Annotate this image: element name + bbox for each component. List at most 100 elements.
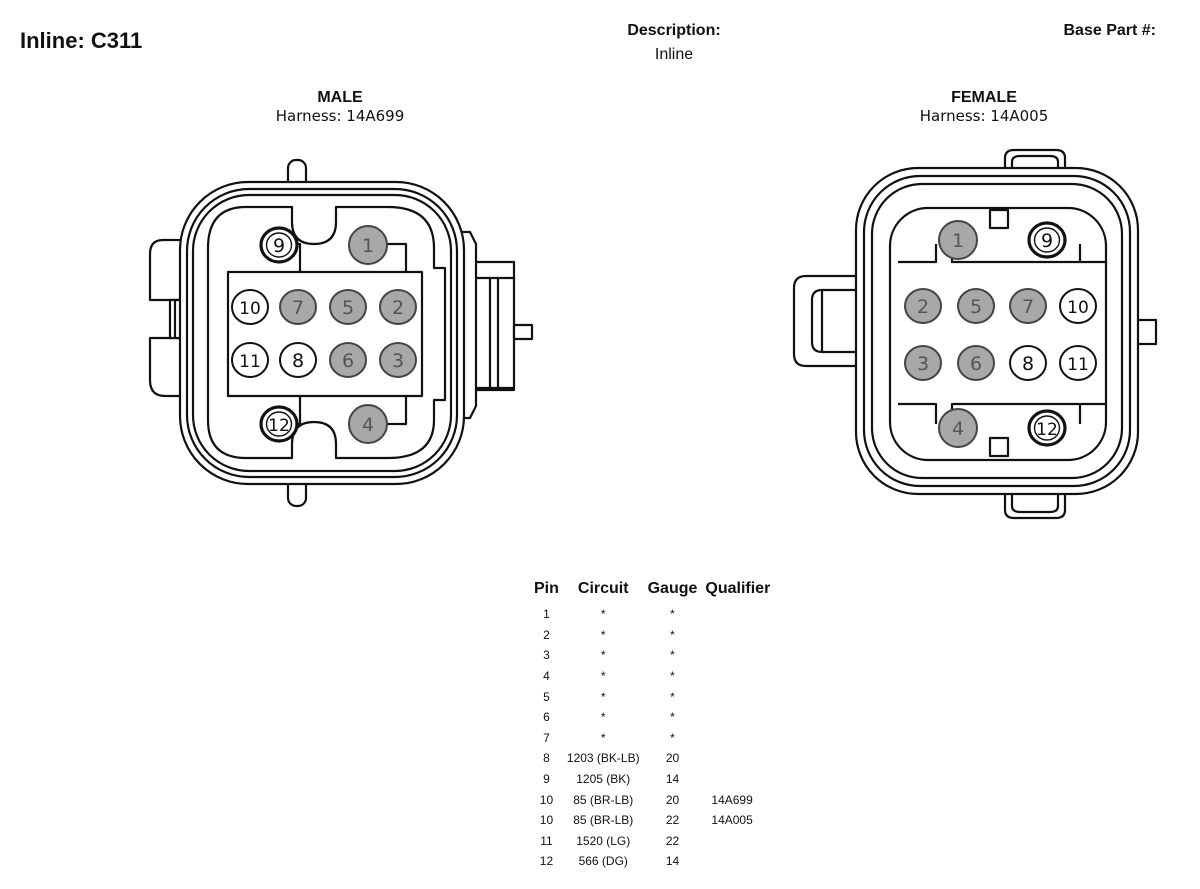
cell-gauge: *	[670, 730, 675, 745]
pin-number: 10	[239, 299, 261, 319]
table-row: 4**	[530, 666, 774, 687]
pin-5: 5	[329, 289, 367, 325]
cell-circuit: *	[600, 627, 606, 642]
cell-gauge: *	[670, 607, 675, 622]
cell-circuit: *	[600, 689, 606, 704]
table-row: 5**	[530, 686, 774, 707]
pin-number: 9	[273, 235, 285, 257]
cell-pin: 11	[540, 833, 553, 848]
cell-pin: 9	[543, 772, 550, 787]
cell-pin: 5	[543, 689, 550, 704]
pin-table: Pin Circuit Gauge Qualifier 1**2**3**4**…	[530, 580, 774, 872]
pin-6: 6	[957, 345, 995, 381]
table-row: 3**	[530, 645, 774, 666]
cell-pin: 6	[543, 710, 550, 725]
female-harness-label: Harness: 14A005	[919, 107, 1049, 125]
base-part-label: Base Part #:	[1063, 22, 1157, 39]
pin-number: 7	[292, 297, 304, 319]
pin-number: 1	[952, 230, 964, 252]
header-pin: Pin	[534, 580, 559, 597]
cell-qualifier	[701, 748, 774, 769]
cell-qualifier	[701, 604, 774, 625]
pin-2: 2	[904, 288, 942, 324]
pin-3: 3	[379, 342, 417, 378]
pin-number: 8	[1022, 353, 1034, 375]
cell-qualifier	[701, 831, 774, 852]
pin-circle	[279, 289, 317, 325]
pin-number: 4	[952, 418, 964, 440]
pin-11: 11	[231, 342, 269, 378]
pin-number: 3	[392, 350, 404, 372]
pin-circle	[957, 345, 995, 381]
cell-qualifier	[701, 851, 774, 872]
pin-circle	[348, 225, 388, 265]
pin-circle	[231, 289, 269, 325]
cell-pin: 12	[539, 854, 554, 869]
pin-number: 11	[239, 352, 261, 372]
pin-4: 4	[348, 404, 388, 444]
cell-pin: 4	[543, 669, 550, 684]
pin-inner-ring	[265, 411, 293, 437]
cell-pin: 3	[543, 648, 550, 663]
cell-circuit: *	[600, 607, 606, 622]
pin-12: 12	[259, 405, 299, 443]
pin-3: 3	[904, 345, 942, 381]
cell-pin: 10	[539, 813, 554, 828]
pin-number: 6	[342, 350, 354, 372]
male-harness-label: Harness: 14A699	[275, 107, 405, 125]
pin-number: 8	[292, 350, 304, 372]
pin-1: 1	[348, 225, 388, 265]
pin-number: 6	[970, 353, 982, 375]
cell-pin: 10	[539, 792, 554, 807]
cell-qualifier	[701, 707, 774, 728]
pin-number: 3	[917, 353, 929, 375]
pin-circle	[904, 288, 942, 324]
table-row: 6**	[530, 707, 774, 728]
cell-qualifier	[701, 625, 774, 646]
pin-number: 10	[1067, 298, 1089, 318]
pin-number: 11	[1067, 355, 1089, 375]
cell-qualifier: 14A005	[711, 813, 753, 828]
cell-circuit: *	[600, 730, 606, 745]
pin-circle	[904, 345, 942, 381]
description-value: Inline	[654, 46, 694, 63]
cell-pin: 1	[543, 607, 550, 622]
cell-gauge: 14	[665, 854, 680, 869]
pin-7: 7	[1009, 288, 1047, 324]
pin-11: 11	[1059, 345, 1097, 381]
pin-1: 1	[938, 220, 978, 260]
pin-circle	[938, 220, 978, 260]
cell-qualifier	[701, 728, 774, 749]
cell-circuit: 1520 (LG)	[576, 833, 631, 848]
table-row: 1 * *	[530, 604, 774, 625]
cell-gauge: *	[670, 627, 675, 642]
pin-inner-ring	[1033, 415, 1061, 441]
header-gauge: Gauge	[647, 580, 698, 597]
cell-gauge: 20	[665, 751, 680, 766]
cell-pin: 8	[543, 751, 550, 766]
cell-pin: 7	[543, 730, 550, 745]
cell-gauge: 14	[665, 772, 680, 787]
pin-circle	[1059, 345, 1097, 381]
table-row: 11 1520 (LG) 22	[530, 831, 774, 852]
male-gender-label: MALE	[317, 89, 363, 106]
cell-gauge: 22	[665, 833, 680, 848]
pin-number: 5	[342, 297, 354, 319]
pin-10: 10	[1059, 288, 1097, 324]
pin-table-header-row: Pin Circuit Gauge Qualifier	[530, 580, 774, 604]
pin-6: 6	[329, 342, 367, 378]
pin-circle	[1059, 288, 1097, 324]
female-gender-label: FEMALE	[951, 89, 1017, 106]
pin-9: 9	[1027, 221, 1067, 259]
pin-8: 8	[1009, 345, 1047, 381]
pin-7: 7	[279, 289, 317, 325]
cell-qualifier	[701, 686, 774, 707]
pin-2: 2	[379, 289, 417, 325]
cell-gauge: *	[670, 669, 675, 684]
